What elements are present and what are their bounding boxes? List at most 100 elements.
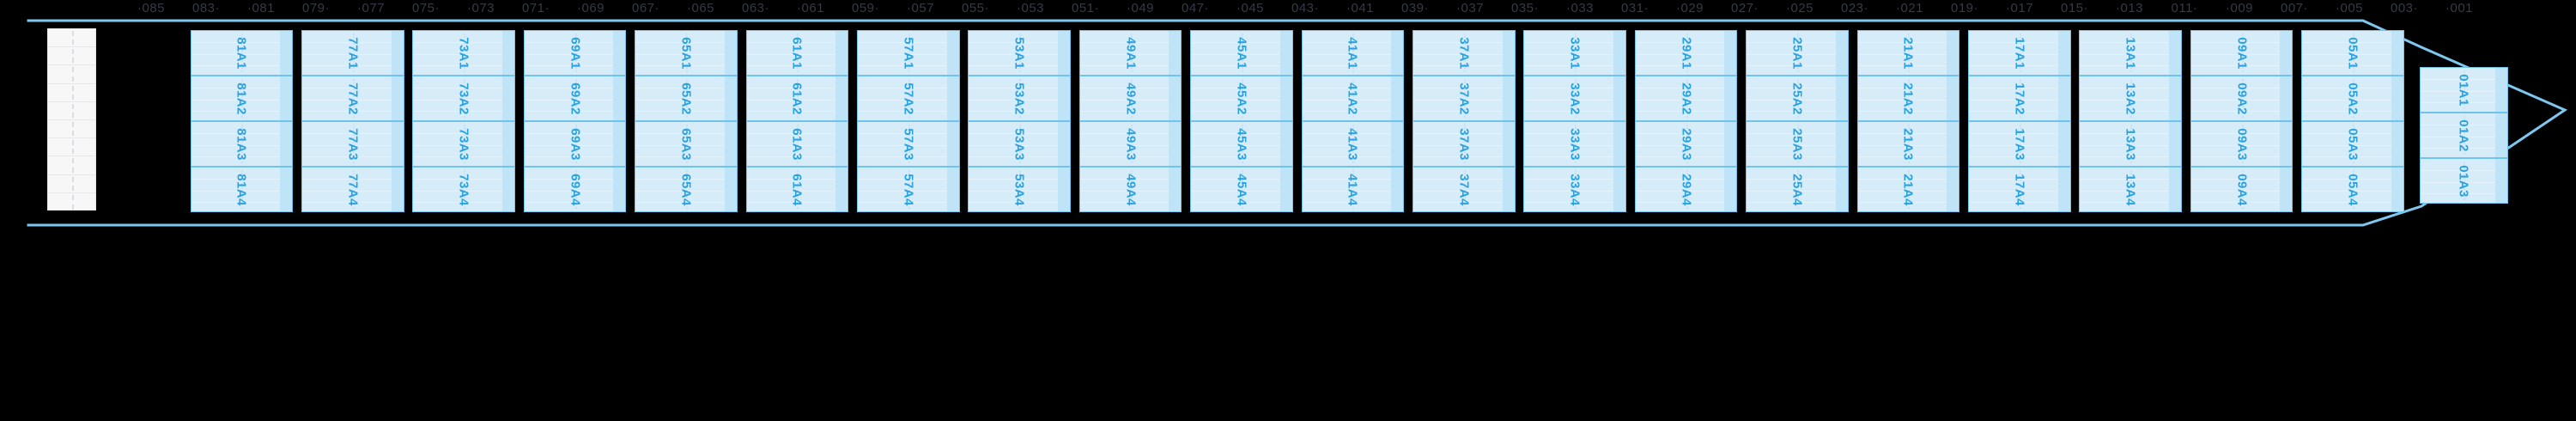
container-slot[interactable]: 13A1 (2079, 30, 2183, 76)
container-slot[interactable]: 73A1 (412, 30, 515, 76)
container-slot[interactable]: 25A1 (1746, 30, 1849, 76)
container-slot[interactable]: 69A3 (523, 121, 627, 167)
container-slot[interactable]: 41A1 (1301, 30, 1405, 76)
container-slot[interactable]: 41A3 (1301, 121, 1405, 167)
container-slot[interactable]: 49A4 (1078, 167, 1182, 212)
container-slot[interactable]: 45A2 (1190, 76, 1293, 121)
container-slot[interactable]: 65A1 (635, 30, 738, 76)
container-slot[interactable]: 49A3 (1078, 121, 1182, 167)
container-slot[interactable]: 57A1 (856, 30, 960, 76)
container-slot[interactable]: 61A4 (745, 167, 849, 212)
container-slot[interactable]: 21A4 (1856, 167, 1960, 212)
container-slot[interactable]: 77A1 (301, 30, 404, 76)
container-slot[interactable]: 73A2 (412, 76, 515, 121)
container-slot[interactable]: 21A3 (1856, 121, 1960, 167)
container-slot[interactable]: 73A3 (412, 121, 515, 167)
container-slot[interactable]: 81A2 (190, 76, 294, 121)
container-slot[interactable]: 09A2 (2190, 76, 2293, 121)
container-slot[interactable]: 61A3 (745, 121, 849, 167)
container-slot[interactable]: 37A2 (1413, 76, 1516, 121)
container-slot[interactable]: 77A3 (301, 121, 404, 167)
container-slot[interactable]: 21A2 (1856, 76, 1960, 121)
container-slot[interactable]: 45A3 (1190, 121, 1293, 167)
container-slot[interactable]: 49A2 (1078, 76, 1182, 121)
container-slot[interactable]: 29A4 (1634, 167, 1738, 212)
container-slot[interactable]: 37A4 (1413, 167, 1516, 212)
container-slot[interactable]: 05A1 (2301, 30, 2404, 76)
container-slot[interactable]: 13A2 (2079, 76, 2183, 121)
container-slot[interactable]: 65A3 (635, 121, 738, 167)
container-slot[interactable]: 53A1 (968, 30, 1071, 76)
container-slot[interactable]: 33A4 (1523, 167, 1627, 212)
container-slot[interactable]: 77A2 (301, 76, 404, 121)
container-slot[interactable]: 37A1 (1413, 30, 1516, 76)
container-slot[interactable]: 09A1 (2190, 30, 2293, 76)
container-slot[interactable]: 69A1 (523, 30, 627, 76)
container-slot[interactable]: 01A1 (2419, 67, 2509, 113)
container-slot[interactable]: 81A4 (190, 167, 294, 212)
container-slot[interactable]: 21A1 (1856, 30, 1960, 76)
container-slot[interactable]: 53A2 (968, 76, 1071, 121)
container-slot[interactable]: 17A4 (1968, 167, 2071, 212)
container-slot[interactable]: 33A1 (1523, 30, 1627, 76)
container-slot[interactable]: 13A4 (2079, 167, 2183, 212)
container-slot[interactable]: 17A3 (1968, 121, 2071, 167)
container-slot[interactable]: 61A2 (745, 76, 849, 121)
container-slot[interactable]: 53A3 (968, 121, 1071, 167)
container-slot[interactable]: 29A2 (1634, 76, 1738, 121)
container-slot[interactable]: 57A4 (856, 167, 960, 212)
container-slot[interactable]: 37A3 (1413, 121, 1516, 167)
container-slot[interactable]: 25A4 (1746, 167, 1849, 212)
container-slot[interactable]: 09A4 (2190, 167, 2293, 212)
container-slot[interactable]: 53A4 (968, 167, 1071, 212)
container-slot[interactable]: 69A2 (523, 76, 627, 121)
container-slot[interactable]: 25A2 (1746, 76, 1849, 121)
container-slot[interactable]: 41A4 (1301, 167, 1405, 212)
container-slot[interactable]: 81A3 (190, 121, 294, 167)
container-slot[interactable]: 25A3 (1746, 121, 1849, 167)
container-slot[interactable]: 49A1 (1078, 30, 1182, 76)
container-slot[interactable]: 29A3 (1634, 121, 1738, 167)
container-slot[interactable]: 65A4 (635, 167, 738, 212)
container-slot[interactable]: 33A3 (1523, 121, 1627, 167)
container-slot[interactable]: 13A3 (2079, 121, 2183, 167)
container-slot[interactable]: 09A3 (2190, 121, 2293, 167)
container-slot[interactable]: 01A2 (2419, 113, 2509, 158)
container-slot[interactable]: 41A2 (1301, 76, 1405, 121)
container-slot[interactable]: 81A1 (190, 30, 294, 76)
container-slot[interactable]: 01A3 (2419, 158, 2509, 204)
container-slot[interactable]: 69A4 (523, 167, 627, 212)
container-slot[interactable]: 57A2 (856, 76, 960, 121)
container-slot[interactable]: 17A1 (1968, 30, 2071, 76)
container-slot[interactable]: 73A4 (412, 167, 515, 212)
container-slot[interactable]: 17A2 (1968, 76, 2071, 121)
container-slot[interactable]: 05A2 (2301, 76, 2404, 121)
container-slot[interactable]: 45A4 (1190, 167, 1293, 212)
container-slot[interactable]: 45A1 (1190, 30, 1293, 76)
container-slot[interactable]: 77A4 (301, 167, 404, 212)
container-slot[interactable]: 57A3 (856, 121, 960, 167)
container-slot[interactable]: 65A2 (635, 76, 738, 121)
container-slot[interactable]: 29A1 (1634, 30, 1738, 76)
